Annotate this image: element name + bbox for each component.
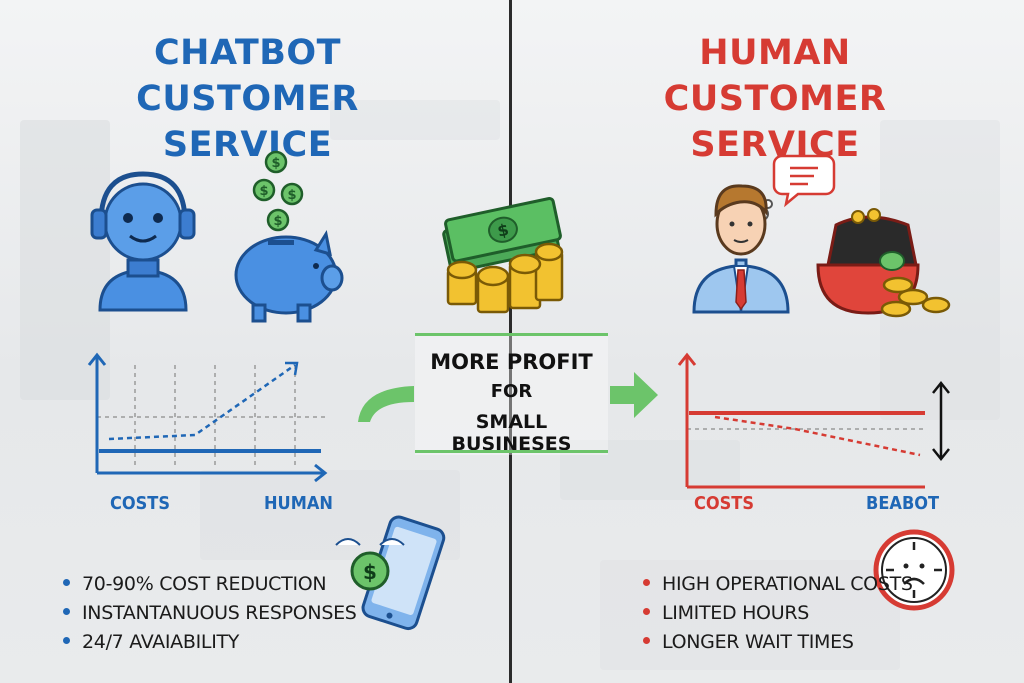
bill-dollar-text: $ xyxy=(496,220,511,241)
callout-top-rule xyxy=(415,333,608,336)
human-bullet-2-text: LIMITED HOURS xyxy=(662,602,809,624)
coin-dollar-text: $ xyxy=(287,188,296,203)
callout-line-3: SMALL BUSINESES xyxy=(451,411,572,455)
human-title: HUMAN CUSTOMER SERVICE xyxy=(595,30,955,168)
chatbot-title: CHATBOT CUSTOMER SERVICE xyxy=(55,30,440,168)
center-divider xyxy=(509,0,512,683)
phone-flying-coin-icon: $ xyxy=(335,515,446,631)
human-agent-speech-icon xyxy=(692,154,836,314)
chatbot-chart-costs-label: COSTS xyxy=(110,493,171,514)
human-chart-beabot-label: BEABOT xyxy=(866,493,940,514)
chatbot-title-line1: CHATBOT CUSTOMER xyxy=(136,33,359,119)
human-bullet-1-text: HIGH OPERATIONAL COSTS xyxy=(662,573,913,595)
sad-clock-icon xyxy=(873,529,955,611)
chatbot-bullet-2: INSTANTANUOUS RESPONSES xyxy=(63,602,357,624)
phone-coin-dollar-text: $ xyxy=(363,560,377,584)
human-chart-costs-label: COSTS xyxy=(694,493,755,514)
human-bullet-3: LONGER WAIT TIMES xyxy=(643,631,854,653)
money-stack-icon: $ xyxy=(442,197,564,314)
piggy-bank-coins-icon: $ $ $ $ xyxy=(234,150,344,323)
human-title-line1: HUMAN CUSTOMER xyxy=(663,33,887,119)
coin-dollar-text: $ xyxy=(259,184,268,199)
chatbot-title-line2: SERVICE xyxy=(162,125,333,165)
coin-dollar-text: $ xyxy=(273,214,282,229)
left-green-arrow xyxy=(358,386,414,422)
right-green-arrow-icon xyxy=(610,372,658,418)
chatbot-bullet-1-text: 70-90% COST REDUCTION xyxy=(82,573,327,595)
callout-line-2: FOR xyxy=(490,381,533,402)
callout-line-1: MORE PROFIT xyxy=(430,350,593,374)
human-bullet-3-text: LONGER WAIT TIMES xyxy=(662,631,854,653)
robot-headset-icon xyxy=(90,171,196,312)
chatbot-bullet-3-text: 24/7 AVAIABILITY xyxy=(82,631,240,653)
human-bullet-2: LIMITED HOURS xyxy=(643,602,809,624)
human-bullet-1: HIGH OPERATIONAL COSTS xyxy=(643,573,913,595)
callout-bottom-rule xyxy=(415,450,608,453)
empty-purse-coins-icon xyxy=(816,208,951,318)
chatbot-bullet-3: 24/7 AVAIABILITY xyxy=(63,631,239,653)
chatbot-cost-chart xyxy=(87,352,328,483)
human-cost-chart xyxy=(677,352,950,489)
chatbot-bullet-2-text: INSTANTANUOUS RESPONSES xyxy=(82,602,357,624)
chatbot-bullet-1: 70-90% COST REDUCTION xyxy=(63,573,327,595)
more-profit-callout: MORE PROFIT FOR SMALL BUSINESES xyxy=(415,333,608,455)
coin-dollar-text: $ xyxy=(271,156,280,171)
chatbot-chart-human-label: HUMAN xyxy=(264,493,333,514)
